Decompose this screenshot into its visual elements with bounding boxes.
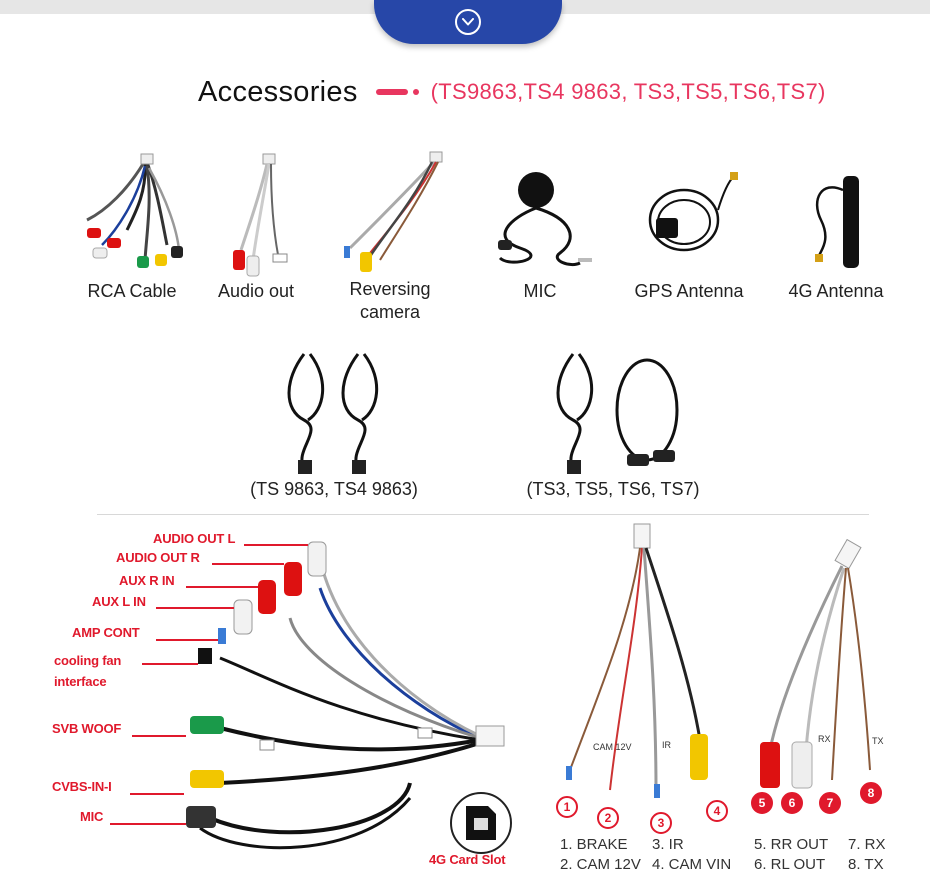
callout-svb-woof: SVB WOOF <box>52 721 122 736</box>
legend-item: 1. BRAKE <box>560 836 628 853</box>
usb-cable-label: (TS 9863, TS4 9863) <box>250 479 418 499</box>
accessory-label: GPS Antenna <box>634 281 744 301</box>
accessory-reversing-camera: Reversing camera <box>330 148 450 324</box>
usb-cable-ts9863: (TS 9863, TS4 9863) <box>244 350 424 501</box>
heading-dot <box>412 89 419 95</box>
accessory-label: MIC <box>523 281 557 301</box>
pin-number-1: 1 <box>556 796 578 818</box>
callout-line <box>186 586 258 588</box>
legend-item: 5. RR OUT <box>754 836 829 853</box>
mic-icon <box>498 172 592 267</box>
accessory-label: Reversing camera <box>349 279 431 322</box>
usb-cable-icon <box>556 353 679 474</box>
gps-antenna-icon <box>648 172 738 252</box>
legend-item: 2. CAM 12V <box>560 856 641 873</box>
legend-item: 4. CAM VIN <box>652 856 732 873</box>
accessory-label: Audio out <box>217 281 295 301</box>
card-slot-label: 4G Card Slot <box>429 852 506 867</box>
legend-item: 8. TX <box>848 856 884 873</box>
pin-harness-illustration <box>566 523 871 798</box>
pin-number-4: 4 <box>706 800 728 822</box>
accessory-mic: MIC <box>480 168 600 303</box>
pin-number-5: 5 <box>751 792 773 814</box>
section-divider <box>97 514 869 515</box>
usb-cable-label: (TS3, TS5, TS6, TS7) <box>526 479 700 499</box>
callout-line <box>132 735 186 737</box>
rca-cable-icon <box>86 153 183 268</box>
callout-aux-l-in: AUX L IN <box>92 594 146 609</box>
callout-cvbs-in: CVBS-IN-I <box>52 779 112 794</box>
pin-number-8: 8 <box>860 782 882 804</box>
callout-line <box>130 793 184 795</box>
wire-tag: CAM 12V <box>593 742 632 752</box>
page-title: Accessories <box>198 75 358 108</box>
accessory-4g-antenna: 4G Antenna <box>776 160 896 303</box>
usb-cable-ts3: (TS3, TS5, TS6, TS7) <box>518 350 708 501</box>
usb-cable-icon <box>287 353 379 474</box>
pin-number-2: 2 <box>597 807 619 829</box>
heading-dash <box>375 89 408 95</box>
accessory-label: 4G Antenna <box>788 281 884 301</box>
callout-line <box>142 663 198 665</box>
callout-line <box>244 544 308 546</box>
rca-harness-illustration <box>186 541 505 850</box>
accessory-rca-cable: RCA Cable <box>62 150 202 303</box>
accessory-gps-antenna: GPS Antenna <box>624 170 754 303</box>
callout-line <box>212 563 284 565</box>
callout-line <box>156 639 218 641</box>
wire-tag: IR <box>662 740 671 750</box>
callout-amp-cont: AMP CONT <box>72 625 140 640</box>
4g-antenna-icon <box>815 176 859 268</box>
callout-audio-out-l: AUDIO OUT L <box>153 531 236 546</box>
callout-audio-out-r: AUDIO OUT R <box>116 550 200 565</box>
callout-line <box>110 823 186 825</box>
section-heading: Accessories (TS9863,TS4 9863, TS3,TS5,TS… <box>198 72 826 112</box>
callout-cooling-fan-interface: cooling fan interface <box>54 653 122 689</box>
chevron-down-circle-icon[interactable] <box>455 9 481 35</box>
pin-number-6: 6 <box>781 792 803 814</box>
callout-mic: MIC <box>80 809 104 824</box>
callout-aux-r-in: AUX R IN <box>119 573 175 588</box>
legend-item: 7. RX <box>848 836 886 853</box>
4g-card-slot-icon <box>450 792 512 854</box>
wire-tag: TX <box>872 736 884 746</box>
legend-item: 6. RL OUT <box>754 856 826 873</box>
wire-tag: RX <box>818 734 831 744</box>
reversing-camera-cable-icon <box>344 151 443 272</box>
pin-number-3: 3 <box>650 812 672 834</box>
accessory-audio-out: Audio out <box>196 150 316 303</box>
accessory-label: RCA Cable <box>87 281 177 301</box>
legend-item: 3. IR <box>652 836 684 853</box>
callout-line <box>156 607 234 609</box>
pin-number-7: 7 <box>819 792 841 814</box>
model-list: (TS9863,TS4 9863, TS3,TS5,TS6,TS7) <box>430 79 826 104</box>
audio-out-cable-icon <box>233 153 288 277</box>
